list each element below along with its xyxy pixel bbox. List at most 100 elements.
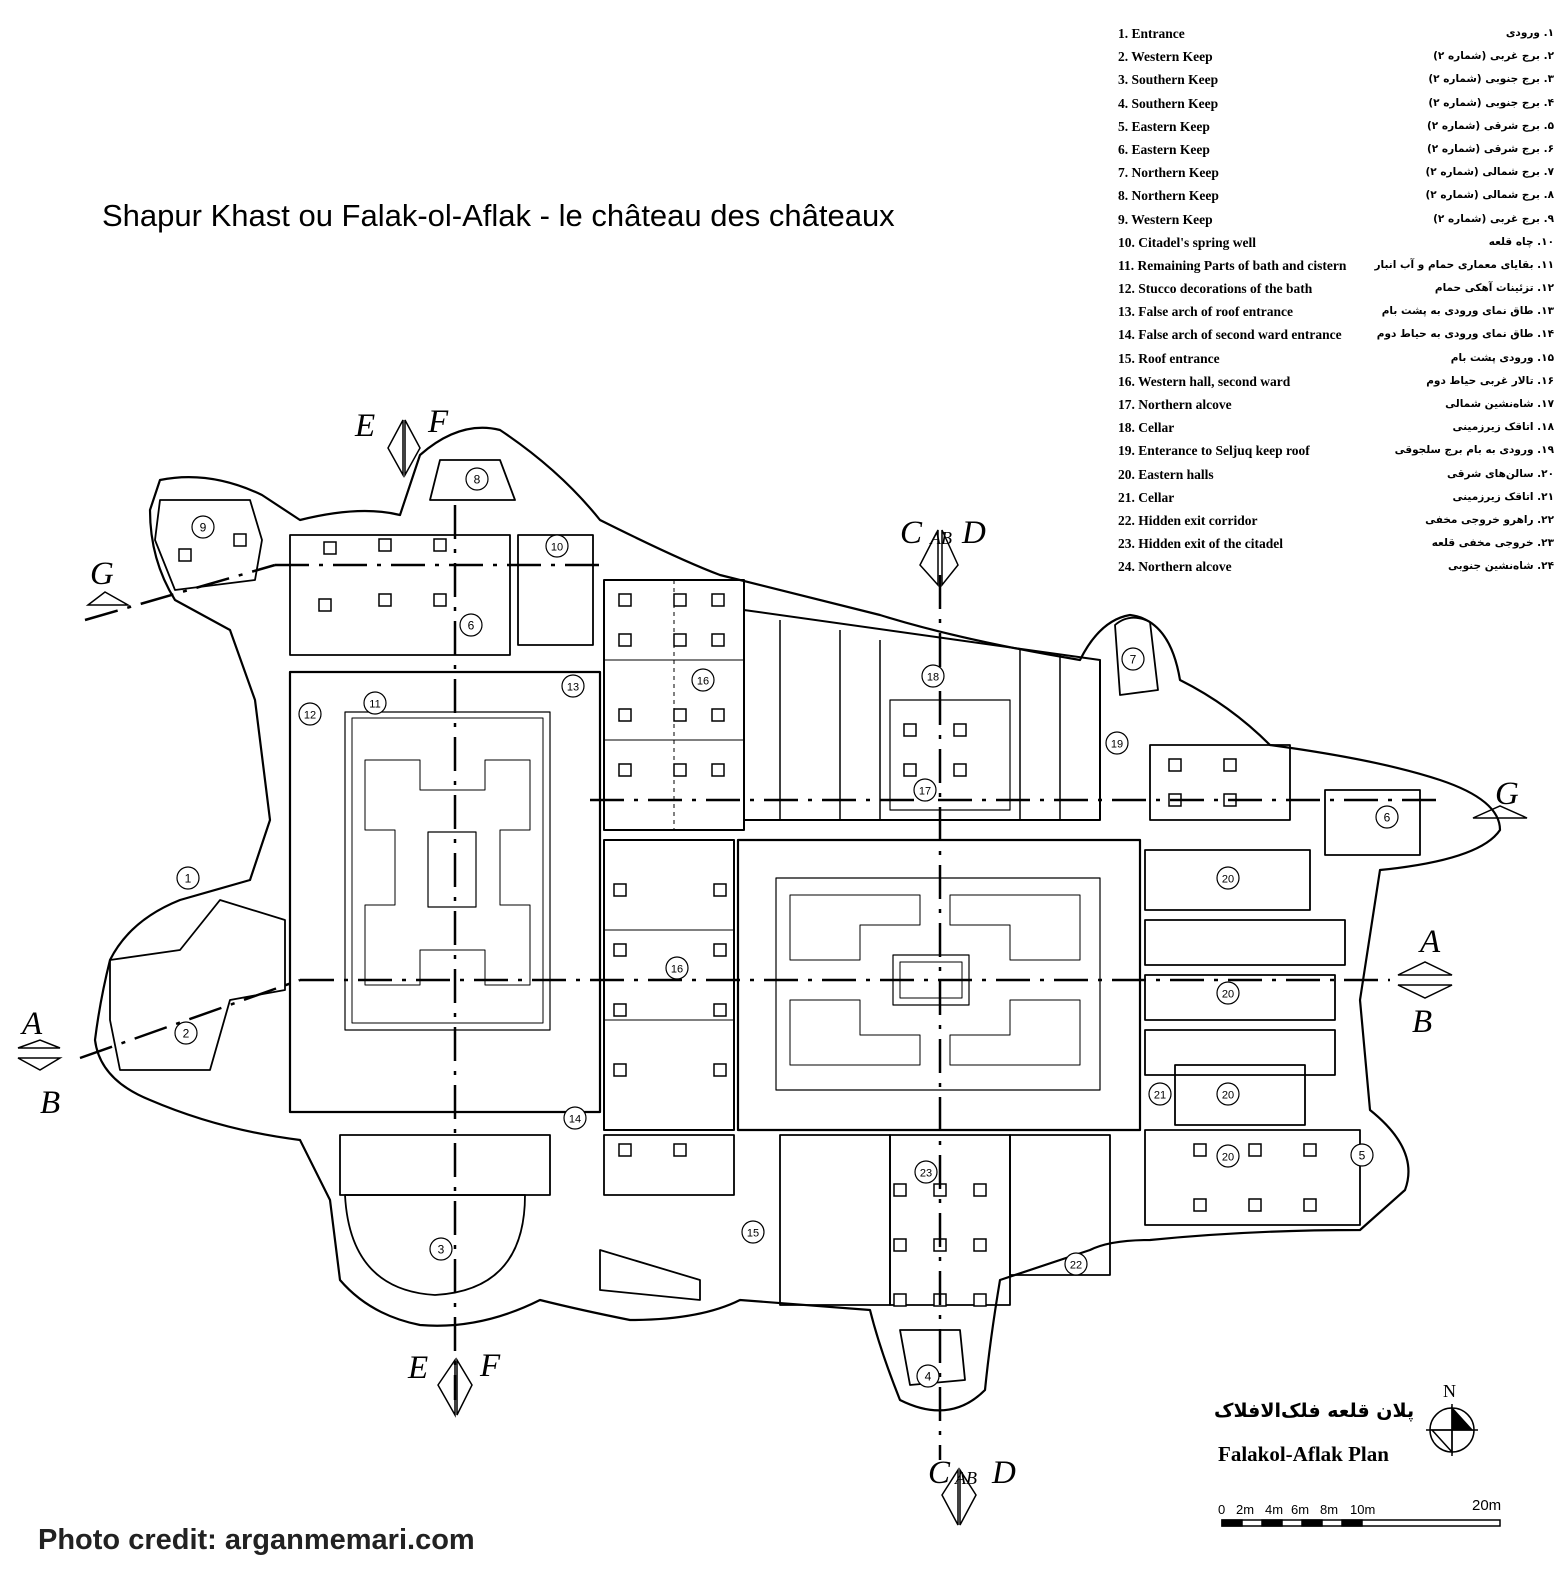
legend-label: 10. Citadel's spring well xyxy=(1118,234,1257,250)
pillar xyxy=(973,1183,987,1197)
legend-label-persian: ۲۱. اتاقک زیرزمینی xyxy=(1452,490,1555,503)
section-arrow-a-east xyxy=(1397,961,1453,976)
scale-label: 4m xyxy=(1265,1502,1284,1517)
pillar xyxy=(1248,1143,1262,1157)
room-marker: 1 xyxy=(176,866,200,890)
section-label-a-east: A xyxy=(1420,924,1441,960)
legend-label-persian: ۴. برج جنوبی (شماره ۲) xyxy=(1428,96,1554,109)
legend-label-persian: ۱۶. تالار غربی حیاط دوم xyxy=(1426,374,1554,387)
pillar xyxy=(893,1183,907,1197)
room-marker: 9 xyxy=(191,515,215,539)
room-marker: 10 xyxy=(545,534,569,558)
room-marker: 5 xyxy=(1350,1143,1374,1167)
section-arrow-f-north xyxy=(404,419,421,478)
section-arrow-b-west xyxy=(17,1057,63,1071)
legend-row: 16. Western hall, second ward ۱۶. تالار غ… xyxy=(1118,370,1554,393)
legend-label: 8. Northern Keep xyxy=(1118,188,1219,204)
pillar xyxy=(1223,758,1237,772)
room-marker-label: 23 xyxy=(920,1168,932,1180)
room-marker-label: 21 xyxy=(1154,1090,1166,1102)
room-marker-label: 15 xyxy=(747,1228,759,1240)
pillar xyxy=(378,538,392,552)
north-arrow-icon xyxy=(1426,1404,1478,1456)
pillar xyxy=(673,763,687,777)
pillar xyxy=(613,943,627,957)
room-marker-label: 12 xyxy=(304,710,316,722)
room-marker: 20 xyxy=(1216,1082,1240,1106)
room-marker-label: 1 xyxy=(185,872,192,886)
section-arrow-d-north xyxy=(941,529,959,588)
north-label: N xyxy=(1443,1381,1456,1401)
room-marker: 12 xyxy=(298,702,322,726)
room-marker: 3 xyxy=(429,1237,453,1261)
legend-label: 11. Remaining Parts of bath and cistern xyxy=(1118,257,1347,273)
legend-label: 2. Western Keep xyxy=(1118,49,1213,65)
section-line-ab-west xyxy=(79,978,301,1060)
photo-credit: Photo credit: arganmemari.com xyxy=(38,1524,475,1556)
section-arrow-f-south xyxy=(456,1357,473,1416)
pillar xyxy=(711,763,725,777)
scale-label: 0 xyxy=(1218,1502,1226,1517)
plan-title-persian: پلان قلعه فلک‌الافلاک xyxy=(1214,1400,1415,1422)
legend-label-persian: ۵. برج شرقی (شماره ۲) xyxy=(1426,119,1554,132)
section-label-f-north: F xyxy=(428,404,449,440)
room-marker-label: 20 xyxy=(1222,989,1234,1001)
legend-row: 5. Eastern Keep ۵. برج شرقی (شماره ۲) xyxy=(1118,115,1554,138)
section-label-e-south: E xyxy=(408,1350,429,1386)
legend-label: 5. Eastern Keep xyxy=(1118,118,1210,134)
pillar xyxy=(713,883,727,897)
scale-label: 10m xyxy=(1350,1502,1376,1517)
legend-label: 18. Cellar xyxy=(1118,420,1175,436)
room-marker-label: 4 xyxy=(925,1370,932,1384)
legend-label: 17. Northern alcove xyxy=(1118,397,1232,412)
legend-label-persian: ۲. برج غربی (شماره ۲) xyxy=(1433,50,1554,63)
section-label-d-north: D xyxy=(962,515,986,551)
room-marker: 14 xyxy=(563,1106,587,1130)
section-label-ab-north: AB xyxy=(930,528,952,548)
room-marker-label: 14 xyxy=(569,1114,581,1126)
legend-row: 21. Cellar ۲۱. اتاقک زیرزمینی xyxy=(1118,486,1554,509)
section-label-ab-south: AB xyxy=(955,1468,977,1488)
legend-label: 1. Entrance xyxy=(1118,26,1185,41)
room-marker: 2 xyxy=(174,1021,198,1045)
section-arrow-a-west xyxy=(17,1039,61,1049)
pillar xyxy=(433,593,447,607)
pillar xyxy=(618,708,632,722)
legend-label: 20. Eastern halls xyxy=(1118,466,1214,482)
room-marker: 18 xyxy=(921,664,945,688)
legend-label-persian: ۱۲. تزئینات آهکی حمام xyxy=(1434,282,1554,295)
pillar xyxy=(973,1238,987,1252)
pillar xyxy=(973,1293,987,1307)
section-label-a-west: A xyxy=(22,1006,43,1042)
pillar xyxy=(618,763,632,777)
legend-label: 16. Western hall, second ward xyxy=(1118,373,1291,389)
pillar xyxy=(673,633,687,647)
legend-label: 21. Cellar xyxy=(1118,489,1175,505)
legend-row: 8. Northern Keep ۸. برج شمالی (شماره ۲) xyxy=(1118,184,1554,207)
legend-label: 12. Stucco decorations of the bath xyxy=(1118,281,1313,297)
pillar xyxy=(893,1293,907,1307)
pillar xyxy=(318,598,332,612)
room-marker: 8 xyxy=(465,467,489,491)
room-marker: 16 xyxy=(665,956,689,980)
outer-wall xyxy=(93,426,1502,1412)
plan-title: Falakol-Aflak Plan xyxy=(1218,1442,1389,1466)
section-label-f-south: F xyxy=(480,1348,501,1384)
legend-label-persian: ۱۸. اتاقک زیرزمینی xyxy=(1452,421,1555,434)
section-arrow-c-south xyxy=(941,1467,959,1526)
section-label-g-east: G xyxy=(1495,776,1519,812)
legend-label-persian: ۸. برج شمالی (شماره ۲) xyxy=(1425,189,1554,202)
legend-label-persian: ۲۴. شاه‌نشین جنوبی xyxy=(1448,560,1554,573)
legend-row: 12. Stucco decorations of the bath ۱۲. تز… xyxy=(1118,277,1554,300)
pillar xyxy=(953,763,967,777)
pillar xyxy=(618,593,632,607)
pillar xyxy=(953,723,967,737)
section-label-b-east: B xyxy=(1412,1004,1433,1040)
legend-label-persian: ۲۰. سالن‌های شرقی xyxy=(1447,467,1554,480)
